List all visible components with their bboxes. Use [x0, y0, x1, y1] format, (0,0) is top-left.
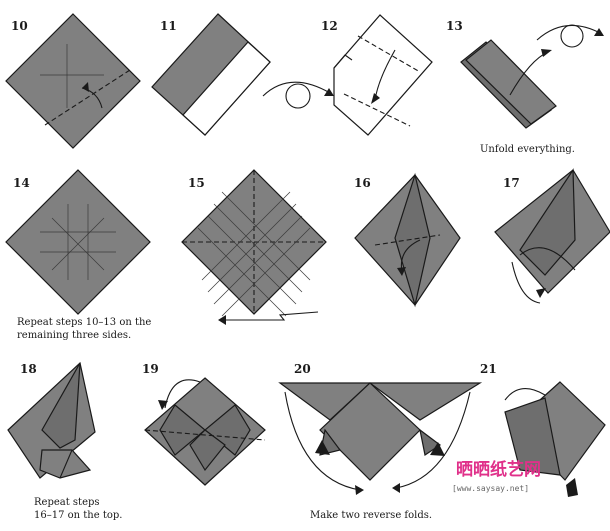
step-number-16: 16 — [354, 176, 371, 190]
step-14-figure — [5, 169, 151, 315]
step-number-18: 18 — [20, 362, 37, 376]
step-number-17: 17 — [503, 176, 520, 190]
step-number-11: 11 — [160, 19, 177, 33]
step-20-figure — [278, 382, 483, 495]
step-18-figure — [7, 361, 96, 479]
step-number-14: 14 — [13, 176, 30, 190]
step-number-21: 21 — [480, 362, 497, 376]
step-number-15: 15 — [188, 176, 205, 190]
step-13-figure — [460, 24, 604, 129]
step-number-10: 10 — [11, 19, 28, 33]
step-number-19: 19 — [142, 362, 159, 376]
step-number-20: 20 — [294, 362, 311, 376]
caption-repeat-top: Repeat steps 16–17 on the top. — [34, 497, 123, 521]
step-21-figure — [504, 381, 606, 497]
step-16-figure — [354, 172, 461, 308]
turn-over-icon-1 — [262, 81, 334, 109]
step-number-13: 13 — [446, 19, 463, 33]
step-11-figure — [151, 13, 271, 136]
step-19-figure — [144, 377, 266, 486]
step-10-figure — [5, 13, 141, 149]
step-12-figure — [333, 14, 433, 136]
caption-unfold: Unfold everything. — [480, 144, 575, 155]
step-15-figure — [181, 169, 327, 325]
step-17-figure — [494, 168, 610, 304]
watermark-url: [www.saysay.net] — [452, 484, 530, 493]
watermark-brand: 晒晒纸艺网 — [456, 460, 541, 480]
caption-repeat-sides: Repeat steps 10–13 on the remaining thre… — [17, 317, 152, 341]
step-number-12: 12 — [321, 19, 338, 33]
caption-reverse-folds: Make two reverse folds. — [310, 510, 433, 521]
